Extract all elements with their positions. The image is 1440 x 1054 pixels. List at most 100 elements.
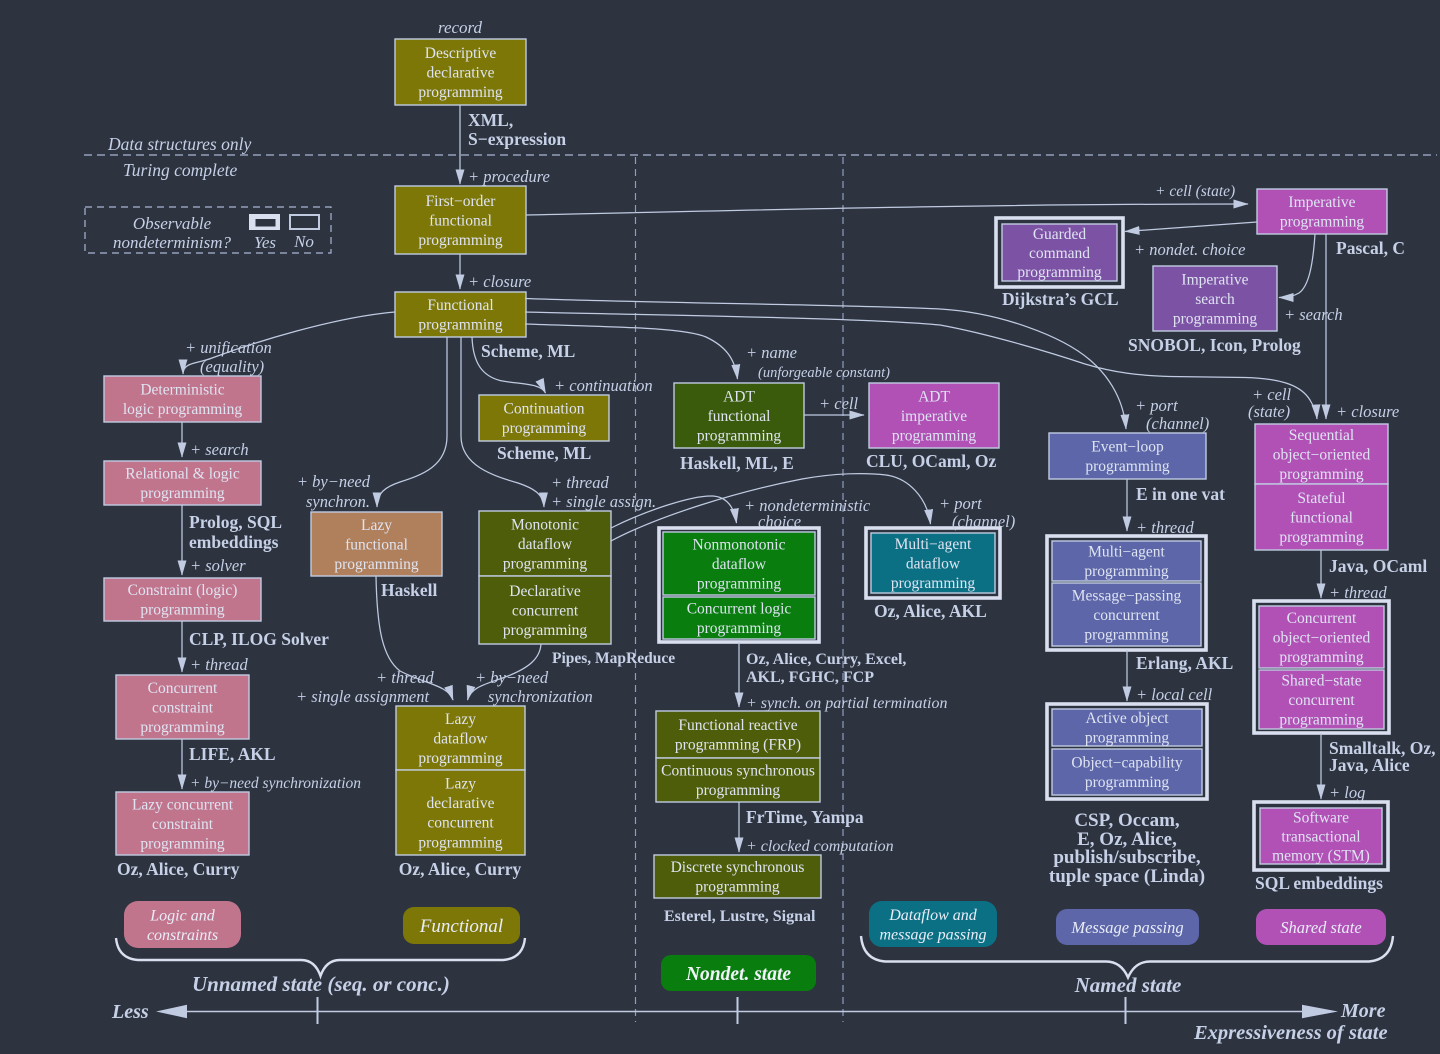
- svg-text:Declarative: Declarative: [509, 583, 581, 600]
- svg-text:programming: programming: [1084, 627, 1169, 644]
- svg-text:programming: programming: [418, 750, 503, 767]
- svg-text:+ thread: + thread: [551, 473, 609, 492]
- svg-text:Functional reactive: Functional reactive: [678, 717, 797, 734]
- svg-text:Unnamed state (seq. or conc.): Unnamed state (seq. or conc.): [192, 972, 450, 996]
- svg-text:SQL embeddings: SQL embeddings: [1255, 873, 1383, 893]
- svg-text:Concurrent: Concurrent: [148, 680, 218, 697]
- svg-text:programming: programming: [418, 84, 503, 101]
- svg-text:programming: programming: [502, 420, 587, 437]
- svg-text:Smalltalk, Oz,: Smalltalk, Oz,: [1329, 738, 1435, 758]
- svg-text:Observable: Observable: [133, 214, 212, 233]
- svg-text:+ clocked computation: + clocked computation: [746, 838, 894, 855]
- svg-text:First−order: First−order: [426, 193, 497, 210]
- svg-text:constraint: constraint: [152, 816, 214, 833]
- svg-text:programming: programming: [696, 782, 781, 799]
- svg-text:Deterministic: Deterministic: [140, 382, 224, 399]
- svg-text:+ nondet. choice: + nondet. choice: [1134, 240, 1245, 259]
- svg-text:+ port: + port: [939, 494, 982, 513]
- svg-text:Prolog, SQL: Prolog, SQL: [189, 512, 282, 532]
- svg-text:CLU, OCaml, Oz: CLU, OCaml, Oz: [866, 451, 997, 471]
- svg-text:Lazy: Lazy: [361, 517, 392, 534]
- svg-text:Pascal, C: Pascal, C: [1336, 238, 1405, 258]
- svg-text:programming: programming: [1017, 264, 1102, 281]
- svg-text:Haskell, ML, E: Haskell, ML, E: [680, 453, 794, 473]
- svg-text:dataflow: dataflow: [906, 555, 961, 572]
- svg-text:E in one vat: E in one vat: [1136, 484, 1225, 504]
- svg-text:Multi−agent: Multi−agent: [895, 536, 972, 553]
- svg-text:functional: functional: [1290, 509, 1353, 526]
- svg-text:programming: programming: [891, 575, 976, 592]
- svg-text:dataflow: dataflow: [518, 536, 573, 553]
- svg-text:+ port: + port: [1135, 396, 1178, 415]
- svg-text:dataflow: dataflow: [712, 556, 767, 573]
- svg-text:Discrete synchronous: Discrete synchronous: [671, 859, 805, 876]
- svg-text:transactional: transactional: [1281, 828, 1360, 845]
- svg-text:programming: programming: [503, 556, 588, 573]
- svg-text:Message−passing: Message−passing: [1072, 587, 1182, 604]
- svg-text:programming: programming: [1279, 712, 1364, 729]
- svg-text:+ unification: + unification: [185, 338, 272, 357]
- svg-text:programming: programming: [140, 485, 225, 502]
- svg-text:+ cell: + cell: [1252, 385, 1291, 404]
- svg-text:Software: Software: [1293, 809, 1349, 826]
- svg-text:Scheme, ML: Scheme, ML: [481, 341, 575, 361]
- svg-text:(unforgeable constant): (unforgeable constant): [758, 365, 890, 381]
- svg-text:choice: choice: [758, 512, 801, 531]
- svg-text:+ closure: + closure: [1336, 402, 1399, 421]
- svg-text:+ by−need: + by−need: [475, 668, 549, 687]
- svg-text:Shared state: Shared state: [1280, 918, 1361, 937]
- svg-text:programming: programming: [140, 602, 225, 619]
- svg-text:concurrent: concurrent: [512, 602, 579, 619]
- svg-text:ADT: ADT: [723, 388, 755, 405]
- svg-text:command: command: [1029, 245, 1090, 262]
- svg-text:E, Oz, Alice,: E, Oz, Alice,: [1077, 829, 1177, 850]
- svg-text:+ thread: + thread: [376, 668, 434, 687]
- svg-text:programming: programming: [1173, 311, 1258, 328]
- svg-text:Turing complete: Turing complete: [123, 160, 237, 180]
- svg-text:+ synch. on partial terminatio: + synch. on partial termination: [746, 695, 947, 712]
- svg-text:S−expression: S−expression: [468, 129, 566, 149]
- svg-text:Lazy concurrent: Lazy concurrent: [132, 796, 234, 813]
- svg-text:CLP, ILOG Solver: CLP, ILOG Solver: [189, 629, 329, 649]
- svg-text:Object−capability: Object−capability: [1071, 755, 1182, 772]
- svg-text:Functional: Functional: [427, 297, 493, 314]
- svg-text:Erlang, AKL: Erlang, AKL: [1136, 653, 1233, 673]
- svg-text:CSP, Occam,: CSP, Occam,: [1074, 810, 1180, 831]
- svg-text:Esterel, Lustre, Signal: Esterel, Lustre, Signal: [664, 908, 816, 925]
- svg-text:programming: programming: [697, 620, 782, 637]
- svg-text:+ search: + search: [190, 440, 249, 459]
- svg-text:Multi−agent: Multi−agent: [1088, 544, 1165, 561]
- svg-text:Active object: Active object: [1085, 710, 1169, 727]
- svg-text:programming: programming: [1279, 649, 1364, 666]
- svg-text:SNOBOL, Icon, Prolog: SNOBOL, Icon, Prolog: [1128, 335, 1301, 355]
- svg-text:Continuous synchronous: Continuous synchronous: [661, 763, 815, 780]
- svg-text:Oz, Alice, Curry, Excel,: Oz, Alice, Curry, Excel,: [746, 651, 906, 668]
- svg-text:memory (STM): memory (STM): [1272, 847, 1370, 864]
- svg-text:+ single assignment: + single assignment: [296, 687, 429, 706]
- svg-text:Message passing: Message passing: [1070, 918, 1183, 937]
- svg-text:programming: programming: [1279, 529, 1364, 546]
- svg-text:Nonmonotonic: Nonmonotonic: [693, 536, 786, 553]
- svg-text:Scheme, ML: Scheme, ML: [497, 443, 591, 463]
- svg-text:Event−loop: Event−loop: [1091, 439, 1164, 456]
- svg-text:AKL, FGHC, FCP: AKL, FGHC, FCP: [746, 669, 874, 686]
- svg-text:LIFE, AKL: LIFE, AKL: [189, 744, 276, 764]
- svg-text:Less: Less: [111, 1001, 149, 1023]
- svg-text:Nondet. state: Nondet. state: [685, 964, 791, 985]
- svg-text:Constraint (logic): Constraint (logic): [128, 582, 238, 599]
- svg-text:Oz, Alice, Curry: Oz, Alice, Curry: [117, 859, 240, 879]
- svg-text:embeddings: embeddings: [189, 532, 279, 552]
- svg-text:FrTime, Yampa: FrTime, Yampa: [746, 807, 864, 827]
- svg-text:programming: programming: [418, 834, 503, 851]
- svg-text:Continuation: Continuation: [504, 401, 585, 418]
- svg-text:Named state: Named state: [1074, 973, 1182, 997]
- svg-text:Concurrent: Concurrent: [1287, 610, 1357, 627]
- svg-text:+ solver: + solver: [190, 556, 246, 575]
- svg-text:synchron.: synchron.: [306, 492, 370, 511]
- svg-text:search: search: [1195, 291, 1235, 308]
- svg-text:XML,: XML,: [468, 110, 513, 130]
- svg-text:programming: programming: [1085, 458, 1170, 475]
- svg-text:Data structures only: Data structures only: [107, 134, 251, 154]
- svg-text:+ thread: + thread: [1136, 518, 1194, 537]
- svg-text:programming: programming: [140, 836, 225, 853]
